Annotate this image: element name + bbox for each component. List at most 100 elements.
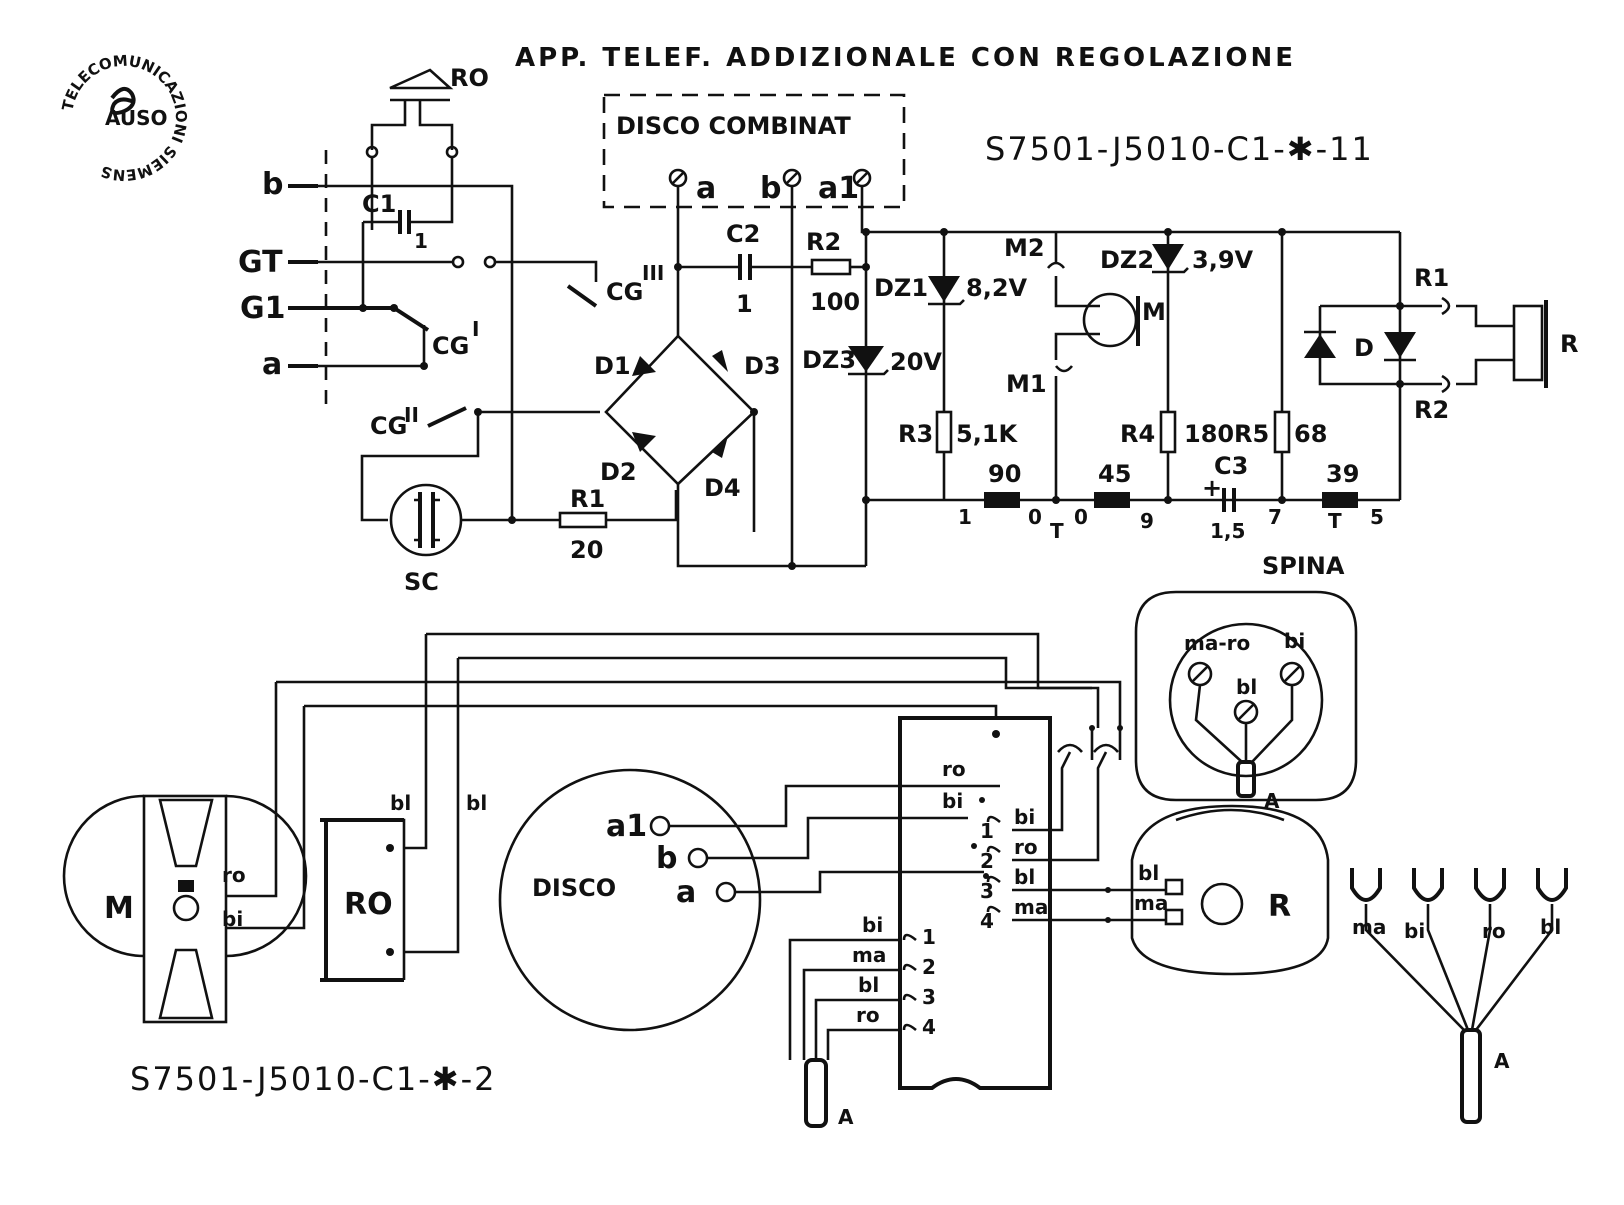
m-bottom-label: M — [104, 891, 134, 926]
dz1-value: 8,2V — [966, 274, 1028, 302]
spina-title: SPINA — [1262, 552, 1345, 580]
fork-bl: bl — [1540, 915, 1561, 939]
disco-unit: DISCO a1 b a — [498, 768, 984, 1032]
m1-label: M1 — [1006, 370, 1047, 398]
cg1-sup: I — [472, 317, 479, 341]
disco-b-label: b — [656, 841, 677, 876]
m-wire-ro: ro — [222, 863, 246, 887]
ro-label: RO — [450, 64, 489, 92]
winding-45: 45 — [1098, 460, 1131, 488]
strip-r-c1: bi — [1014, 805, 1035, 829]
d-label: D — [1354, 334, 1374, 362]
ro-wire-bl1: bl — [390, 791, 411, 815]
r3-label: R3 — [898, 420, 933, 448]
disco-term-b: b — [760, 171, 781, 206]
terminal-strip: ro bi 1 2 3 4 bi ro bl ma 1 — [788, 716, 1132, 1129]
strip-wire-bi: bi — [942, 789, 963, 813]
strip-r-n2: 2 — [980, 849, 994, 873]
pin-1: 1 — [958, 505, 972, 529]
r2-value: 100 — [810, 288, 860, 316]
winding-39: 39 — [1326, 460, 1359, 488]
strip-a-label: A — [838, 1105, 854, 1129]
cg1-label: CG — [432, 332, 469, 360]
c2-value: 1 — [736, 290, 753, 318]
strip-l-n2: 2 — [922, 955, 936, 979]
strip-l-n3: 3 — [922, 985, 936, 1009]
terminal-gt-label: GT — [238, 245, 283, 280]
code-top: S7501-J5010-C1-✱-11 — [985, 130, 1374, 168]
spina-pin-bi: bi — [1284, 629, 1305, 653]
strip-l-c4: ro — [856, 1003, 880, 1027]
ro-block: RO — [320, 818, 406, 982]
cg3-label: CG — [606, 278, 643, 306]
r1-label: R1 — [570, 485, 605, 513]
ro-wire-bl2: bl — [466, 791, 487, 815]
receiver-label: R — [1268, 889, 1291, 924]
m-wire-bi: bi — [222, 907, 243, 931]
tap-t2: T — [1328, 509, 1342, 533]
dz2-label: DZ2 — [1100, 246, 1154, 274]
spina-pin-bl: bl — [1236, 675, 1257, 699]
r5-label: R5 — [1234, 420, 1269, 448]
d2-label: D2 — [600, 458, 637, 486]
pin-0a: 0 — [1028, 505, 1042, 529]
regulation-network: DZ1 8,2V R3 5,1K M M2 M1 DZ2 3,9V R4 180… — [874, 228, 1578, 543]
disco-label: DISCO — [532, 874, 616, 902]
r4-label: R4 — [1120, 420, 1155, 448]
dz2-value: 3,9V — [1192, 246, 1254, 274]
strip-l-c2: ma — [852, 943, 886, 967]
pin-5: 5 — [1370, 505, 1384, 529]
strip-l-c1: bi — [862, 913, 883, 937]
bridge-network: C2 1 R2 100 D1 D2 D3 D4 DZ3 20V — [594, 186, 1400, 570]
r-right-label: R — [1560, 330, 1578, 358]
c3-plus: + — [1202, 474, 1222, 502]
strip-r-c4: ma — [1014, 895, 1048, 919]
m-unit: M ro bi — [62, 794, 308, 1024]
strip-l-n1: 1 — [922, 925, 936, 949]
diagram-title: APP. TELEF. ADDIZIONALE CON REGOLAZIONE — [515, 43, 1296, 73]
disco-term-a: a — [696, 171, 716, 206]
fork-ro: ro — [1482, 919, 1506, 943]
r1-right-label: R1 — [1414, 264, 1449, 292]
logo-center-text: AUSO — [105, 106, 168, 130]
d1-label: D1 — [594, 352, 631, 380]
disco-term-a1: a1 — [818, 171, 859, 206]
strip-r-n4: 4 — [980, 909, 994, 933]
siemens-logo: TELECOMUNICAZIONI SIEMENS AUSO — [59, 52, 191, 185]
r3-value: 5,1K — [956, 420, 1019, 448]
pin-0b: 0 — [1074, 505, 1088, 529]
c1-value: 1 — [414, 229, 428, 253]
bottom-wiring: bl bl M ro bi RO DISCO a1 b — [62, 552, 1568, 1129]
dz3-value: 20V — [890, 348, 942, 376]
fork-connectors: ma bi ro bl A — [1350, 868, 1568, 1124]
c3-label: C3 — [1214, 452, 1248, 480]
dz3-label: DZ3 — [802, 346, 856, 374]
c3-value: 1,5 — [1210, 519, 1245, 543]
strip-wire-ro: ro — [942, 757, 966, 781]
dz1-label: DZ1 — [874, 274, 928, 302]
m-label: M — [1142, 298, 1166, 326]
strip-l-n4: 4 — [922, 1015, 936, 1039]
strip-r-c3: bl — [1014, 865, 1035, 889]
r5-value: 68 — [1294, 420, 1327, 448]
fork-bi: bi — [1404, 919, 1425, 943]
receiver-wire-ma: ma — [1134, 891, 1168, 915]
strip-r-c2: ro — [1014, 835, 1038, 859]
winding-90: 90 — [988, 460, 1021, 488]
left-terminals: b GT G1 a — [238, 150, 328, 408]
disco-combinat-label: DISCO COMBINAT — [616, 112, 851, 140]
ro-symbol: RO — [365, 64, 489, 159]
cg2-sup: II — [404, 403, 419, 427]
m2-label: M2 — [1004, 234, 1045, 262]
fork-ma: ma — [1352, 915, 1386, 939]
strip-r-n1: 1 — [980, 819, 994, 843]
disco-combinat-box: DISCO COMBINAT a b a1 — [602, 93, 906, 209]
spina-a-label: A — [1264, 789, 1280, 813]
spina-pin-maro: ma-ro — [1184, 631, 1250, 655]
r2-right-label: R2 — [1414, 396, 1449, 424]
d3-label: D3 — [744, 352, 781, 380]
terminal-b-label: b — [262, 167, 283, 202]
left-network: C1 1 CG III CG I CG II SC R1 20 — [318, 157, 678, 596]
